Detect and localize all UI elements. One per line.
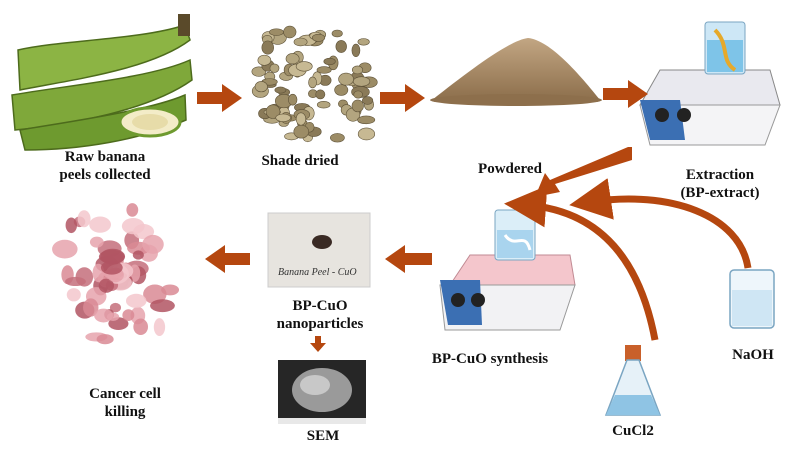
cancer-cell — [132, 250, 144, 260]
label-extraction: Extraction (BP-extract) — [680, 167, 760, 201]
naoh-beaker-image — [729, 269, 775, 329]
dried-piece — [334, 84, 349, 96]
label-cucl2: CuCl2 — [612, 423, 654, 439]
sem-image — [278, 360, 366, 424]
dried-piece — [362, 96, 374, 105]
cancer-cell — [77, 210, 91, 228]
cancer-cell — [133, 318, 149, 335]
dried-piece — [331, 29, 343, 38]
dried-piece — [274, 86, 287, 94]
dried-piece — [352, 76, 371, 87]
cancer-cell — [100, 260, 123, 275]
dried-piece — [265, 104, 281, 119]
dried-piece — [316, 101, 331, 109]
dried-piece — [335, 40, 347, 53]
dried-piece — [293, 37, 308, 47]
label-bp-cuo-nanoparticles: BP-CuO nanoparticles — [276, 298, 364, 332]
arrow-cucl2-curve — [504, 185, 659, 341]
label-naoh: NaOH — [732, 347, 774, 363]
arrow-banana-to-dried — [197, 84, 242, 112]
arrow-bpcuo-to-sem — [310, 336, 326, 352]
sample-label-text: Banana Peel - CuO — [278, 267, 357, 278]
cancer-cell — [52, 239, 78, 259]
cancer-cell — [89, 216, 111, 233]
label-raw-banana: Raw banana peels collected — [59, 149, 151, 183]
cancer-cell — [83, 298, 99, 317]
label-powdered: Powdered — [478, 161, 542, 177]
cancer-cell — [161, 284, 180, 296]
dried-piece — [311, 33, 326, 42]
arrow-dried-to-powder — [380, 84, 425, 112]
cucl2-flask-image — [604, 345, 662, 416]
dried-piece — [275, 113, 291, 122]
cancer-cell — [98, 249, 125, 264]
shade-dried-image — [251, 25, 378, 143]
dried-piece — [357, 127, 376, 141]
dried-piece — [285, 53, 300, 65]
dried-piece — [283, 25, 297, 39]
banana-peels-image — [11, 14, 193, 151]
dried-piece — [251, 66, 267, 77]
powder-image — [430, 38, 602, 106]
cancer-cell — [66, 288, 81, 302]
dried-piece — [269, 28, 284, 36]
cancer-cell — [89, 236, 104, 248]
label-cancer-killing: Cancer cell killing — [89, 386, 161, 420]
synthesis-stirrer-image — [439, 209, 576, 331]
arrow-extraction-to-synthesis — [535, 147, 632, 197]
process-arrows — [197, 80, 648, 352]
dried-piece — [254, 81, 268, 93]
dried-piece — [353, 90, 363, 99]
dried-piece — [351, 65, 364, 75]
cancer-cell — [106, 312, 120, 321]
cancer-cell — [143, 284, 167, 304]
label-sem: SEM — [306, 428, 340, 444]
cancer-cell — [125, 293, 147, 308]
dried-piece — [338, 72, 354, 86]
arrow-powder-to-extraction — [603, 80, 648, 108]
cancer-cell — [109, 302, 121, 313]
cancer-cell — [65, 217, 78, 234]
dried-piece — [351, 99, 364, 113]
dried-piece — [269, 63, 280, 73]
dried-piece — [257, 54, 272, 66]
cancer-cell — [150, 299, 175, 313]
bp-cuo-photo: Banana Peel - CuO — [267, 212, 371, 288]
cancer-cell — [142, 234, 164, 254]
dried-piece — [323, 57, 336, 66]
dried-piece — [351, 43, 361, 58]
extraction-stirrer-image — [639, 21, 781, 146]
dried-piece — [315, 89, 326, 100]
cancer-cell — [75, 267, 94, 287]
cancer-cell — [122, 309, 135, 321]
dried-piece — [330, 133, 345, 143]
arrow-synthesis-to-bpcuo — [385, 245, 432, 273]
arrow-bpcuo-to-cancer — [205, 245, 250, 273]
cancer-cell — [153, 318, 166, 336]
label-bp-cuo-synthesis: BP-CuO synthesis — [431, 351, 549, 367]
dried-piece — [261, 40, 274, 55]
cancer-cell — [98, 278, 114, 293]
dried-piece — [295, 112, 307, 126]
dried-piece — [357, 115, 376, 125]
cancer-cell — [126, 203, 139, 217]
label-shade-dried: Shade dried — [261, 153, 339, 169]
dried-piece — [308, 76, 317, 89]
dried-piece — [316, 66, 332, 74]
dried-piece — [357, 38, 370, 46]
dried-piece — [293, 124, 310, 139]
cancer-cell — [121, 217, 145, 235]
arrow-naoh-curve — [569, 178, 752, 269]
dried-piece — [295, 61, 313, 72]
cancer-cell — [96, 334, 114, 345]
cancer-cells-image — [52, 203, 180, 345]
dried-piece — [288, 93, 298, 106]
